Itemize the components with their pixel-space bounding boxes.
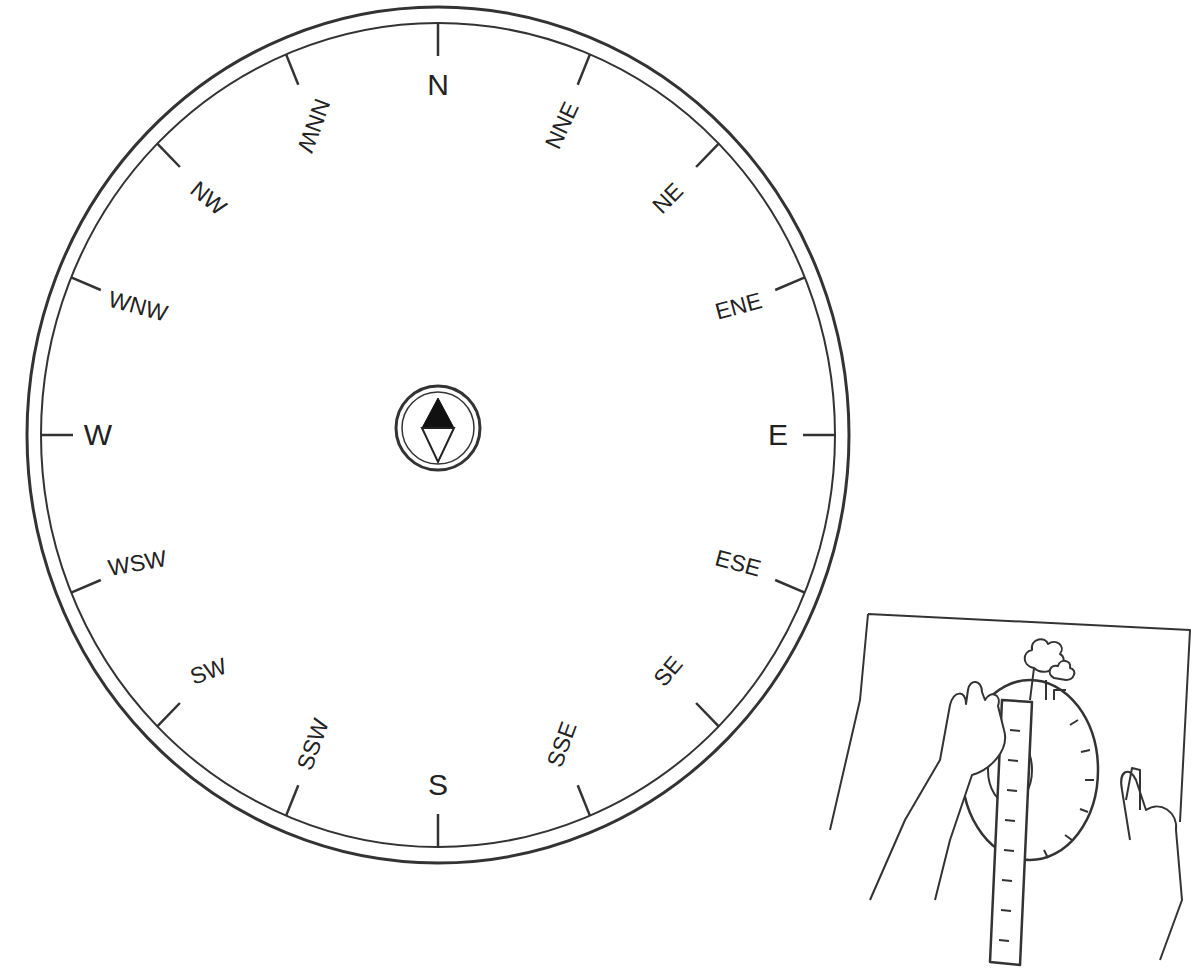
tick-mark bbox=[286, 54, 298, 84]
tick-mark bbox=[157, 144, 180, 167]
direction-label: N bbox=[425, 69, 451, 101]
direction-label: SE bbox=[647, 650, 688, 693]
inner-ring bbox=[41, 23, 835, 847]
compass-rose bbox=[27, 7, 849, 863]
tick-mark bbox=[775, 277, 805, 290]
needle-south bbox=[422, 428, 454, 462]
hand-sketch bbox=[830, 614, 1190, 965]
direction-label: ENE bbox=[710, 288, 766, 325]
tick-mark bbox=[71, 277, 101, 290]
tick-mark bbox=[578, 54, 590, 84]
direction-label: NE bbox=[646, 177, 689, 220]
tick-mark bbox=[696, 703, 719, 726]
pencil bbox=[1126, 768, 1140, 810]
direction-label: NNW bbox=[292, 94, 336, 158]
tick-mark bbox=[286, 785, 298, 815]
direction-label: NW bbox=[184, 175, 232, 221]
tick-mark bbox=[157, 703, 180, 726]
direction-label: SW bbox=[185, 653, 232, 691]
tick-mark bbox=[775, 580, 805, 593]
tick-mark bbox=[578, 785, 590, 815]
left-hand bbox=[870, 682, 1005, 900]
needle-north bbox=[422, 398, 454, 428]
direction-label: SSE bbox=[542, 717, 583, 773]
tick-mark bbox=[437, 814, 440, 847]
direction-label: W bbox=[82, 419, 114, 451]
needle-housing bbox=[396, 386, 480, 470]
direction-label: E bbox=[766, 419, 790, 451]
right-hand bbox=[1121, 772, 1182, 960]
ruler-marks bbox=[999, 730, 1020, 941]
tick-mark bbox=[71, 580, 101, 593]
direction-label: NNE bbox=[540, 97, 585, 155]
needle-housing-inner bbox=[402, 392, 474, 464]
tick-mark bbox=[437, 23, 440, 56]
tree-crown bbox=[1050, 661, 1075, 680]
direction-label: ESE bbox=[711, 545, 766, 582]
tick-mark bbox=[696, 144, 719, 167]
tick-marks bbox=[41, 23, 835, 847]
tick-mark bbox=[41, 434, 73, 437]
direction-label: WNW bbox=[104, 287, 172, 328]
direction-label: SSW bbox=[292, 714, 335, 776]
direction-label: S bbox=[426, 769, 450, 801]
direction-label: WSW bbox=[105, 545, 171, 581]
outer-ring bbox=[27, 7, 849, 863]
tick-mark bbox=[803, 434, 835, 437]
